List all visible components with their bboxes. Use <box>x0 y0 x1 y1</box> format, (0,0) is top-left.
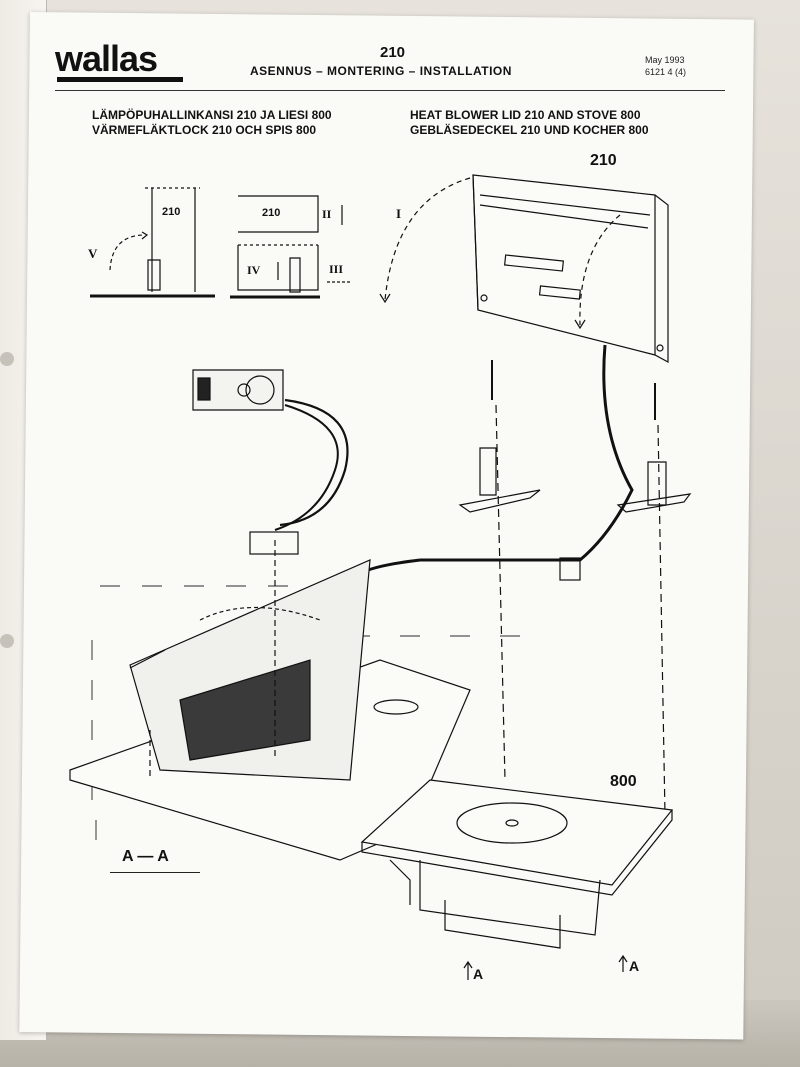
heat-blower-lid-210 <box>472 174 669 364</box>
document-number: 210 <box>380 44 406 61</box>
document-code: 6121 4 (4) <box>645 67 687 77</box>
panel-cable <box>279 398 349 527</box>
detail-view-step-5 <box>90 187 215 298</box>
step-label-3: III <box>329 262 344 276</box>
binder-hole <box>0 352 14 366</box>
step-1-motion-path <box>384 177 471 301</box>
section-arrow-left-label: A <box>473 966 484 982</box>
step-label-1: I <box>396 206 402 221</box>
base-plate <box>69 540 471 861</box>
mounting-bracket-left <box>479 447 497 496</box>
label-lid-210: 210 <box>590 152 617 169</box>
title-german: GEBLÄSEDECKEL 210 UND KOCHER 800 <box>410 123 649 137</box>
step-label-5: V <box>88 246 98 261</box>
stove-800 <box>360 779 674 949</box>
binder-hole <box>0 634 14 648</box>
lid-cable <box>420 344 634 562</box>
title-swedish: VÄRMEFLÄKTLOCK 210 OCH SPIS 800 <box>92 123 317 137</box>
label-210-detail-a: 210 <box>162 206 181 218</box>
step-label-4: IV <box>247 263 261 277</box>
cable-connector <box>559 557 581 581</box>
panel-connector <box>249 531 299 555</box>
label-210-detail-b: 210 <box>262 207 281 219</box>
detail-view-steps-2-4 <box>230 195 350 299</box>
section-arrow-right-label: A <box>629 958 640 974</box>
step-label-2: II <box>322 207 332 221</box>
document-subtitle: ASENNUS – MONTERING – INSTALLATION <box>250 64 512 78</box>
document-date: May 1993 <box>645 55 685 65</box>
section-underline <box>110 872 200 873</box>
brand-logo-underline <box>57 77 183 82</box>
control-panel <box>192 369 284 411</box>
title-finnish: LÄMPÖPUHALLINKANSI 210 JA LIESI 800 <box>92 108 332 122</box>
step-1-arrow <box>379 293 391 304</box>
title-english: HEAT BLOWER LID 210 AND STOVE 800 <box>410 108 641 122</box>
brand-logo: wallas <box>55 38 158 79</box>
section-label: A — A <box>122 848 169 865</box>
label-stove-800: 800 <box>610 773 637 790</box>
header-divider <box>55 90 725 91</box>
